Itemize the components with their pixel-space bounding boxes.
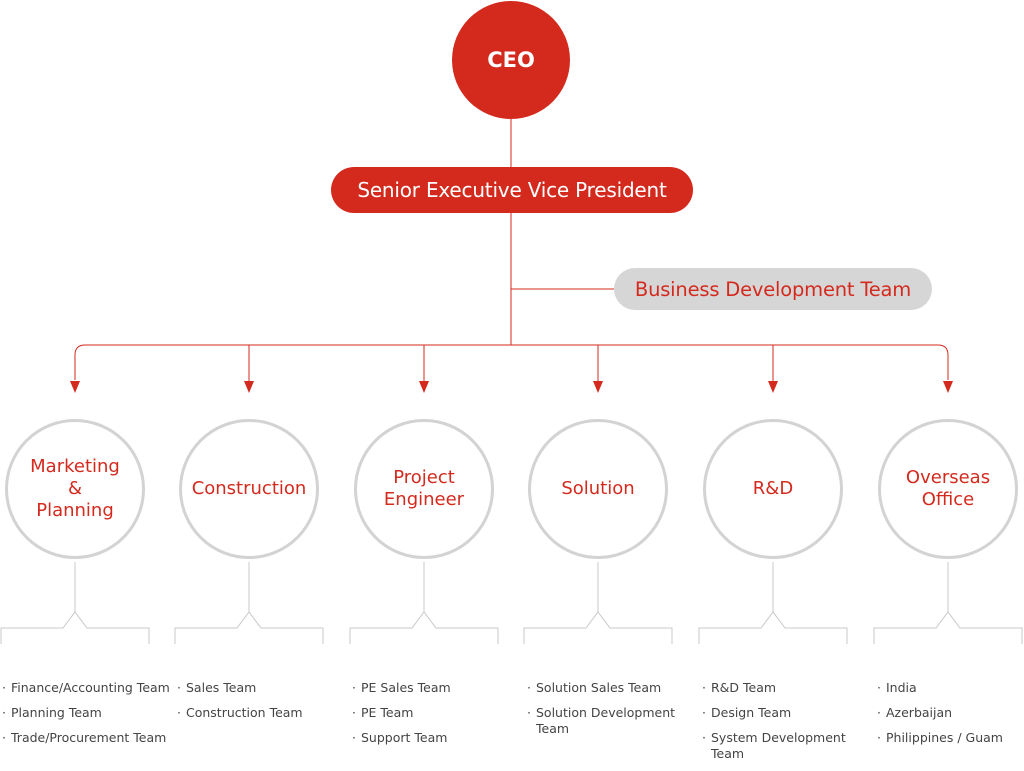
team-item: Philippines / Guam (877, 730, 1024, 746)
ceo-node: CEO (452, 1, 570, 119)
business-development-node: Business Development Team (614, 268, 932, 310)
team-bracket (523, 611, 673, 644)
svp-node: Senior Executive Vice President (331, 167, 693, 213)
team-item: India (877, 680, 1024, 696)
department-rnd: R&D (703, 419, 843, 559)
team-bracket (349, 611, 499, 644)
arrow-head (70, 381, 80, 393)
ceo-label: CEO (487, 48, 535, 72)
arrow-head (244, 381, 254, 393)
department-construction: Construction (179, 419, 319, 559)
team-bracket (698, 611, 848, 644)
team-bracket (174, 611, 324, 644)
team-item: PE Sales Team (352, 680, 520, 696)
team-bracket (0, 611, 150, 644)
team-list-overseas: IndiaAzerbaijanPhilippines / Guam (877, 680, 1024, 755)
department-label-line: Office (921, 489, 975, 510)
team-item: Solution Development Team (527, 705, 695, 737)
team-list-marketing: Finance/Accounting TeamPlanning TeamTrad… (2, 680, 170, 755)
department-label-line: Project (393, 467, 455, 488)
team-item: Support Team (352, 730, 520, 746)
department-label-line: Engineer (383, 489, 465, 510)
arrow-head (943, 381, 953, 393)
team-list-rnd: R&D TeamDesign TeamSystem Development Te… (702, 680, 870, 771)
department-solution: Solution (528, 419, 668, 559)
team-bracket (873, 611, 1023, 644)
department-label-line: Construction (191, 478, 307, 499)
distribution-line (74, 344, 949, 380)
arrow-head (593, 381, 603, 393)
team-item: Construction Team (177, 705, 345, 721)
business-development-label: Business Development Team (634, 277, 912, 301)
arrow-head (768, 381, 778, 393)
team-item: Sales Team (177, 680, 345, 696)
department-label-line: & (67, 478, 83, 499)
team-item: Trade/Procurement Team (2, 730, 170, 746)
arrow-head (419, 381, 429, 393)
department-label-line: Overseas (905, 467, 991, 488)
team-item: Finance/Accounting Team (2, 680, 170, 696)
team-item: Planning Team (2, 705, 170, 721)
team-item: Design Team (702, 705, 870, 721)
department-label-line: R&D (752, 478, 794, 499)
department-label-line: Solution (561, 478, 635, 499)
team-item: PE Team (352, 705, 520, 721)
team-item: Solution Sales Team (527, 680, 695, 696)
team-item: R&D Team (702, 680, 870, 696)
svp-label: Senior Executive Vice President (357, 178, 667, 202)
team-item: System Development Team (702, 730, 870, 762)
department-label-line: Planning (36, 500, 114, 521)
department-marketing: Marketing&Planning (5, 419, 145, 559)
department-label-line: Marketing (30, 456, 120, 477)
team-item: Azerbaijan (877, 705, 1024, 721)
team-list-project-engineer: PE Sales Team PE TeamSupport Team (352, 680, 520, 755)
